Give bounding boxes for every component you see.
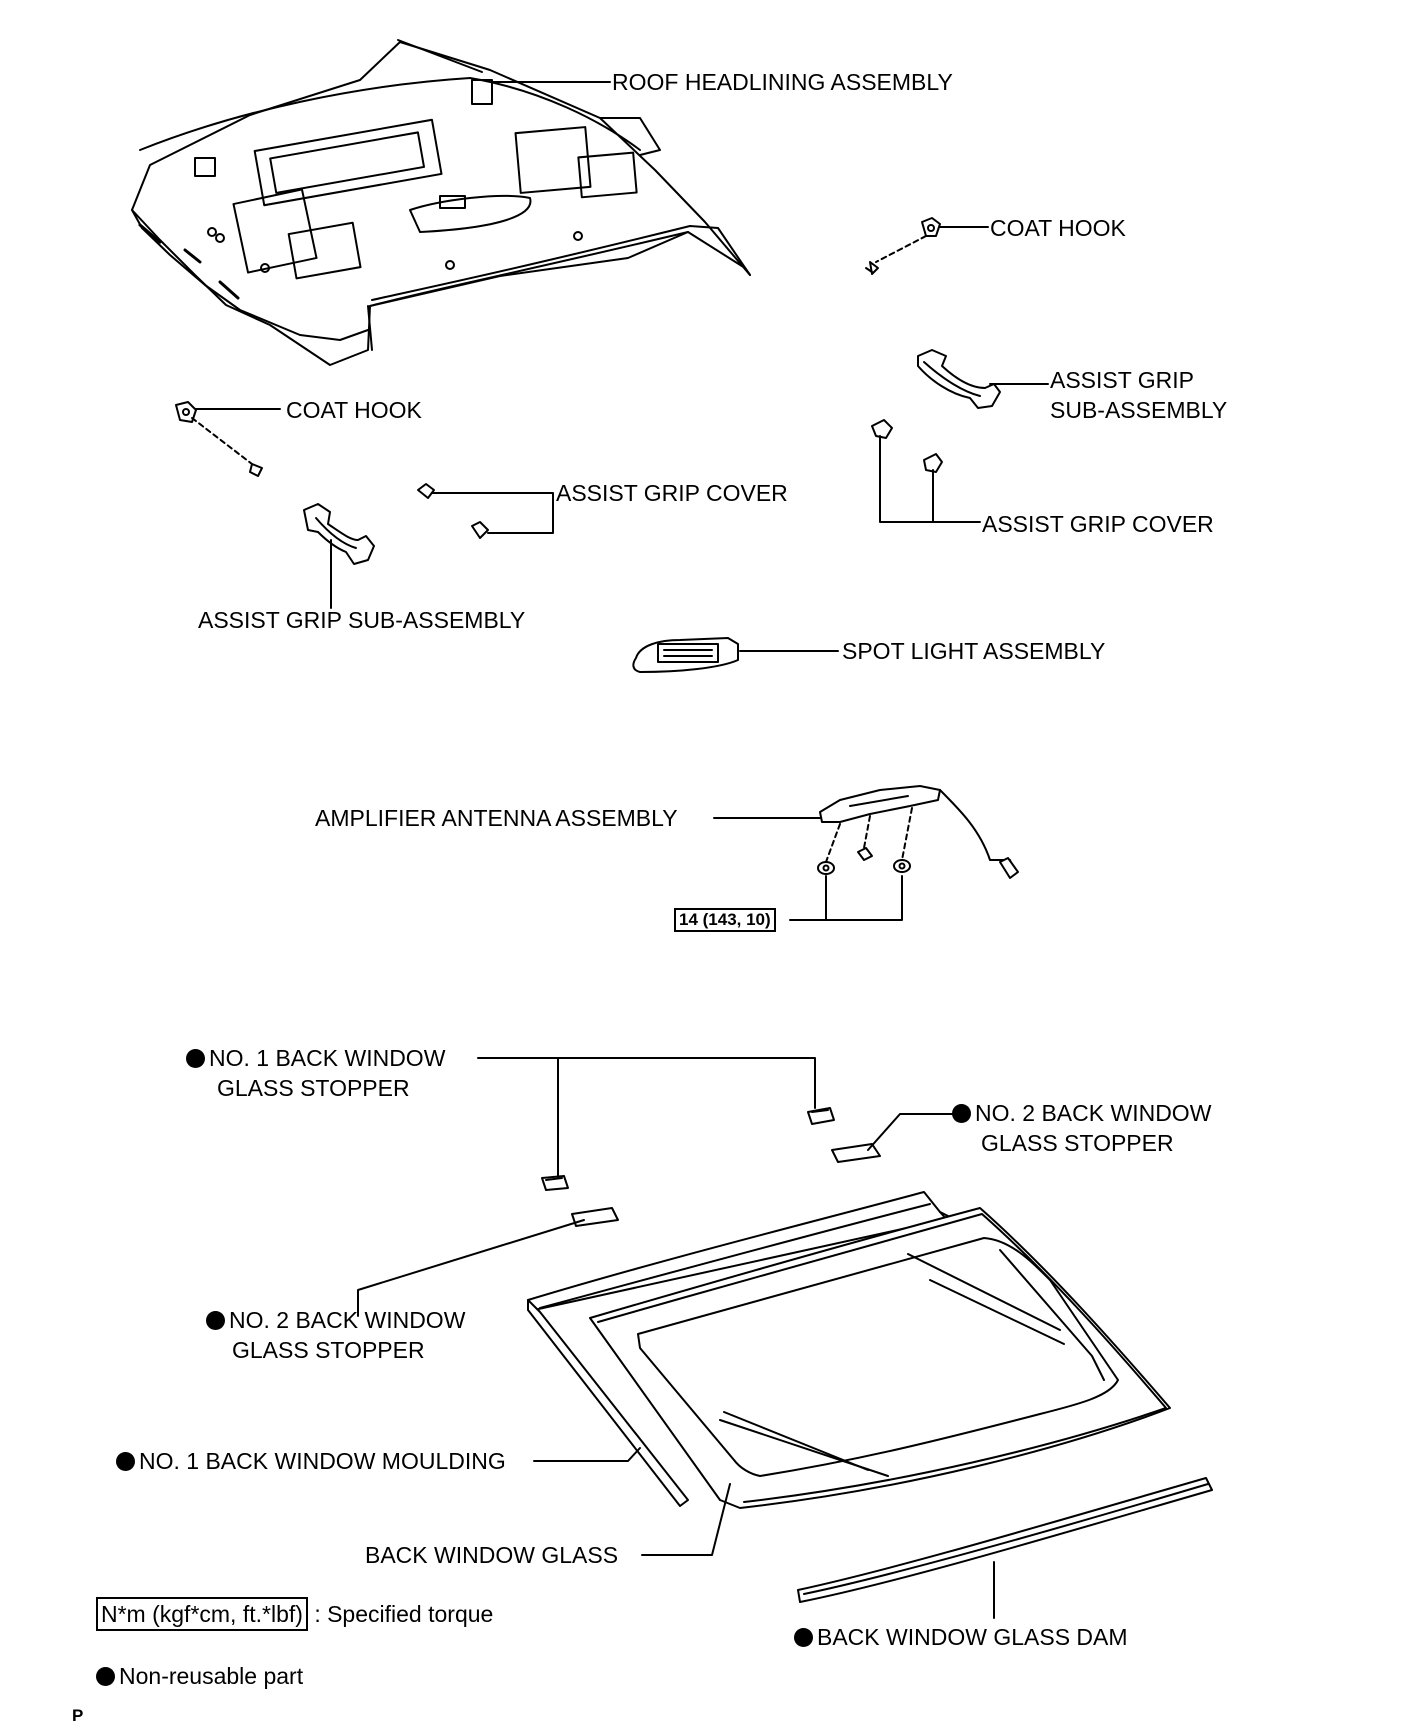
label-glass-dam: BACK WINDOW GLASS DAM bbox=[794, 1622, 1128, 1652]
label-line-2: SUB-ASSEMBLY bbox=[1050, 397, 1228, 423]
legend-torque-unit-box: N*m (kgf*cm, ft.*lbf) bbox=[96, 1597, 308, 1631]
non-reusable-dot-icon bbox=[186, 1049, 205, 1068]
leader-assist-grip-cover-left bbox=[431, 492, 554, 534]
label-back-glass: BACK WINDOW GLASS bbox=[365, 1542, 619, 1568]
label-stopper2-left: NO. 2 BACK WINDOW GLASS STOPPER bbox=[206, 1305, 465, 1365]
torque-value-box: 14 (143, 10) bbox=[674, 908, 776, 932]
legend-non-reusable: Non-reusable part bbox=[96, 1661, 303, 1691]
label-roof-headlining: ROOF HEADLINING ASSEMBLY bbox=[612, 69, 953, 95]
leader-assist-grip-cover-right bbox=[879, 435, 981, 523]
leader-back-glass bbox=[641, 1483, 731, 1556]
stopper2-right-drawing bbox=[831, 1143, 881, 1163]
corner-mark: P bbox=[72, 1706, 84, 1725]
non-reusable-dot-icon bbox=[96, 1667, 115, 1686]
label-line-2: GLASS STOPPER bbox=[232, 1337, 425, 1363]
amplifier-antenna-drawing bbox=[817, 785, 1019, 879]
leader-stopper2-left bbox=[357, 1219, 585, 1317]
stopper1-upper-drawing bbox=[807, 1107, 835, 1125]
non-reusable-dot-icon bbox=[794, 1628, 813, 1647]
leader-torque bbox=[789, 875, 903, 921]
assist-grip-cover-right-drawing bbox=[871, 419, 943, 473]
assist-grip-left-drawing bbox=[303, 503, 375, 565]
non-reusable-dot-icon bbox=[206, 1311, 225, 1330]
non-reusable-dot-icon bbox=[952, 1104, 971, 1123]
assist-grip-right-drawing bbox=[917, 349, 1001, 409]
coat-hook-left-drawing bbox=[175, 401, 263, 477]
label-assist-grip-cover-right: ASSIST GRIP COVER bbox=[982, 511, 1214, 537]
label-stopper2-right: NO. 2 BACK WINDOW GLASS STOPPER bbox=[952, 1098, 1211, 1158]
label-line-1: ASSIST GRIP bbox=[1050, 367, 1195, 393]
leader-stopper1 bbox=[477, 1057, 816, 1177]
glass-dam-drawing bbox=[797, 1477, 1213, 1603]
label-assist-grip-cover-left: ASSIST GRIP COVER bbox=[556, 480, 788, 506]
label-line-2: GLASS STOPPER bbox=[217, 1075, 410, 1101]
back-window-glass-drawing bbox=[589, 1207, 1171, 1509]
label-line-1: NO. 2 BACK WINDOW bbox=[952, 1098, 1211, 1128]
label-coat-hook-left: COAT HOOK bbox=[286, 397, 422, 423]
assist-grip-cover-left-drawing bbox=[417, 483, 489, 539]
legend-torque: N*m (kgf*cm, ft.*lbf) : Specified torque bbox=[96, 1597, 493, 1631]
label-moulding: NO. 1 BACK WINDOW MOULDING bbox=[116, 1446, 506, 1476]
leader-moulding bbox=[533, 1447, 641, 1462]
label-assist-grip-sub-left: ASSIST GRIP SUB-ASSEMBLY bbox=[198, 607, 526, 633]
legend-torque-row: N*m (kgf*cm, ft.*lbf) : Specified torque bbox=[96, 1597, 493, 1631]
spot-light-drawing bbox=[632, 637, 739, 673]
label-line-1: NO. 2 BACK WINDOW bbox=[206, 1305, 465, 1335]
roof-headlining-drawing bbox=[131, 39, 751, 366]
stopper1-lower-drawing bbox=[541, 1175, 569, 1191]
coat-hook-right-drawing bbox=[865, 217, 941, 275]
stopper2-left-drawing bbox=[571, 1207, 619, 1227]
legend-torque-desc: : Specified torque bbox=[314, 1601, 494, 1627]
label-amplifier-antenna: AMPLIFIER ANTENNA ASSEMBLY bbox=[315, 805, 678, 831]
label-spot-light: SPOT LIGHT ASSEMBLY bbox=[842, 638, 1106, 664]
label-coat-hook-right: COAT HOOK bbox=[990, 215, 1126, 241]
label-assist-grip-sub-right: ASSIST GRIP SUB-ASSEMBLY bbox=[1050, 365, 1227, 425]
leader-stopper2-right bbox=[867, 1113, 959, 1151]
label-stopper1-left: NO. 1 BACK WINDOW GLASS STOPPER bbox=[186, 1043, 445, 1103]
label-line-2: GLASS STOPPER bbox=[981, 1130, 1174, 1156]
label-line-1: NO. 1 BACK WINDOW bbox=[186, 1043, 445, 1073]
non-reusable-dot-icon bbox=[116, 1452, 135, 1471]
